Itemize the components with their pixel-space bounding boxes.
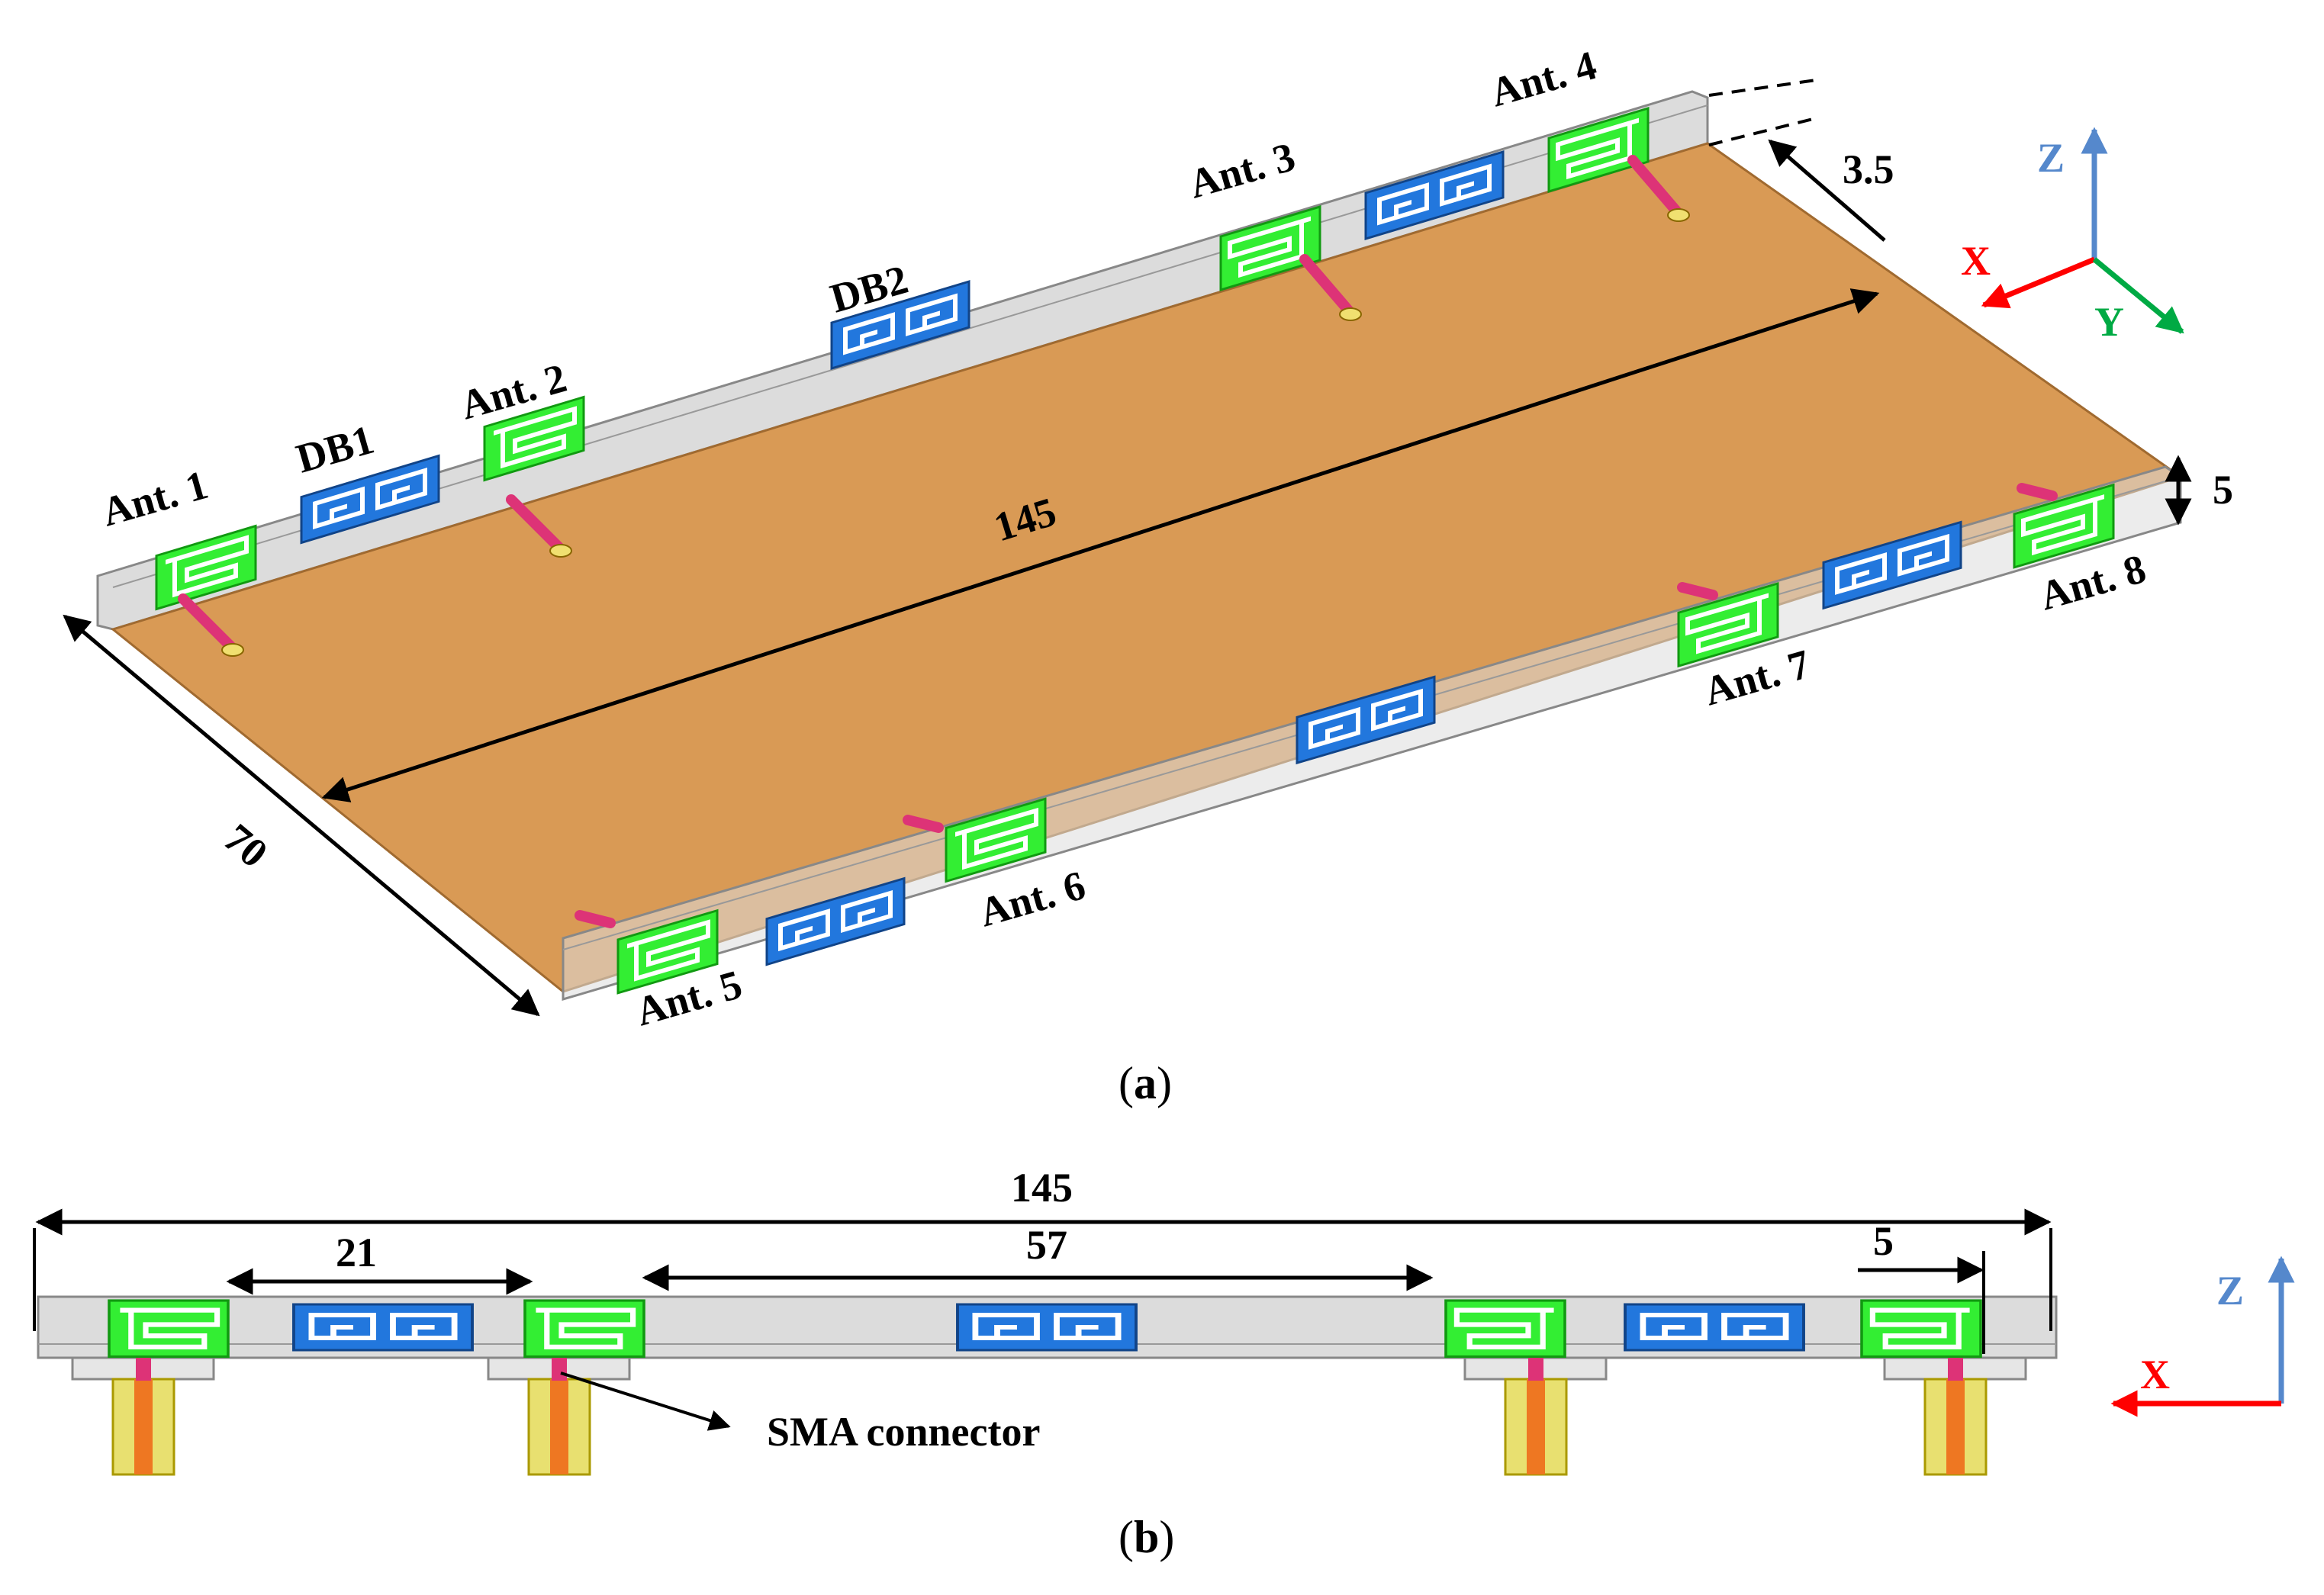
label-db1: DB1 — [291, 416, 379, 482]
side-antenna-1 — [109, 1301, 228, 1357]
axis-x-label: X — [1961, 238, 1991, 284]
sma-connector-label: SMA connector — [767, 1409, 1040, 1455]
side-antenna-2 — [525, 1301, 644, 1357]
dim-spacing-2-label: 57 — [1026, 1222, 1067, 1268]
axes-2d: Z X — [2110, 1256, 2295, 1417]
panel-b-side-view: 145 21 57 5 SMA connector Z X (b) — [33, 1165, 2295, 1562]
label-ant-4: Ant. 4 — [1485, 42, 1601, 116]
side-db-1 — [294, 1304, 472, 1350]
sma-connectors — [111, 1378, 1988, 1476]
axis-z-label-2d: Z — [2216, 1268, 2244, 1314]
sma-callout-arrow — [560, 1372, 731, 1431]
side-antenna-4 — [1862, 1301, 1981, 1357]
dim-width-label: 70 — [215, 815, 276, 876]
dim-total-label: 145 — [1011, 1165, 1073, 1211]
dim-edge-label: 5 — [1873, 1218, 1894, 1264]
axis-x-label-2d: X — [2140, 1352, 2170, 1397]
dim-width-arrow — [63, 614, 540, 1017]
dim-offset-arrow — [1768, 139, 1886, 242]
caption-b: (b) — [1119, 1512, 1174, 1562]
caption-a: (a) — [1119, 1058, 1172, 1108]
side-db-3 — [1625, 1304, 1804, 1350]
axis-z-label: Z — [2037, 135, 2065, 181]
label-ant-1: Ant. 1 — [97, 461, 213, 535]
dim-height-label: 5 — [2213, 467, 2233, 513]
panel-a-3d-view: Ant. 1 DB1 Ant. 2 DB2 Ant. 3 Ant. 4 Ant.… — [63, 42, 2233, 1108]
axes-3d: Z X Y — [1961, 127, 2184, 345]
dim-offset-label: 3.5 — [1843, 146, 1894, 192]
dim-spacing-1-label: 21 — [336, 1230, 377, 1275]
side-db-2 — [958, 1304, 1136, 1350]
label-ant-3: Ant. 3 — [1184, 133, 1300, 207]
dim-length-arrow — [321, 288, 1880, 802]
connector-bases — [71, 1356, 2027, 1381]
axis-y-label: Y — [2094, 299, 2124, 345]
side-antenna-3 — [1446, 1301, 1565, 1357]
